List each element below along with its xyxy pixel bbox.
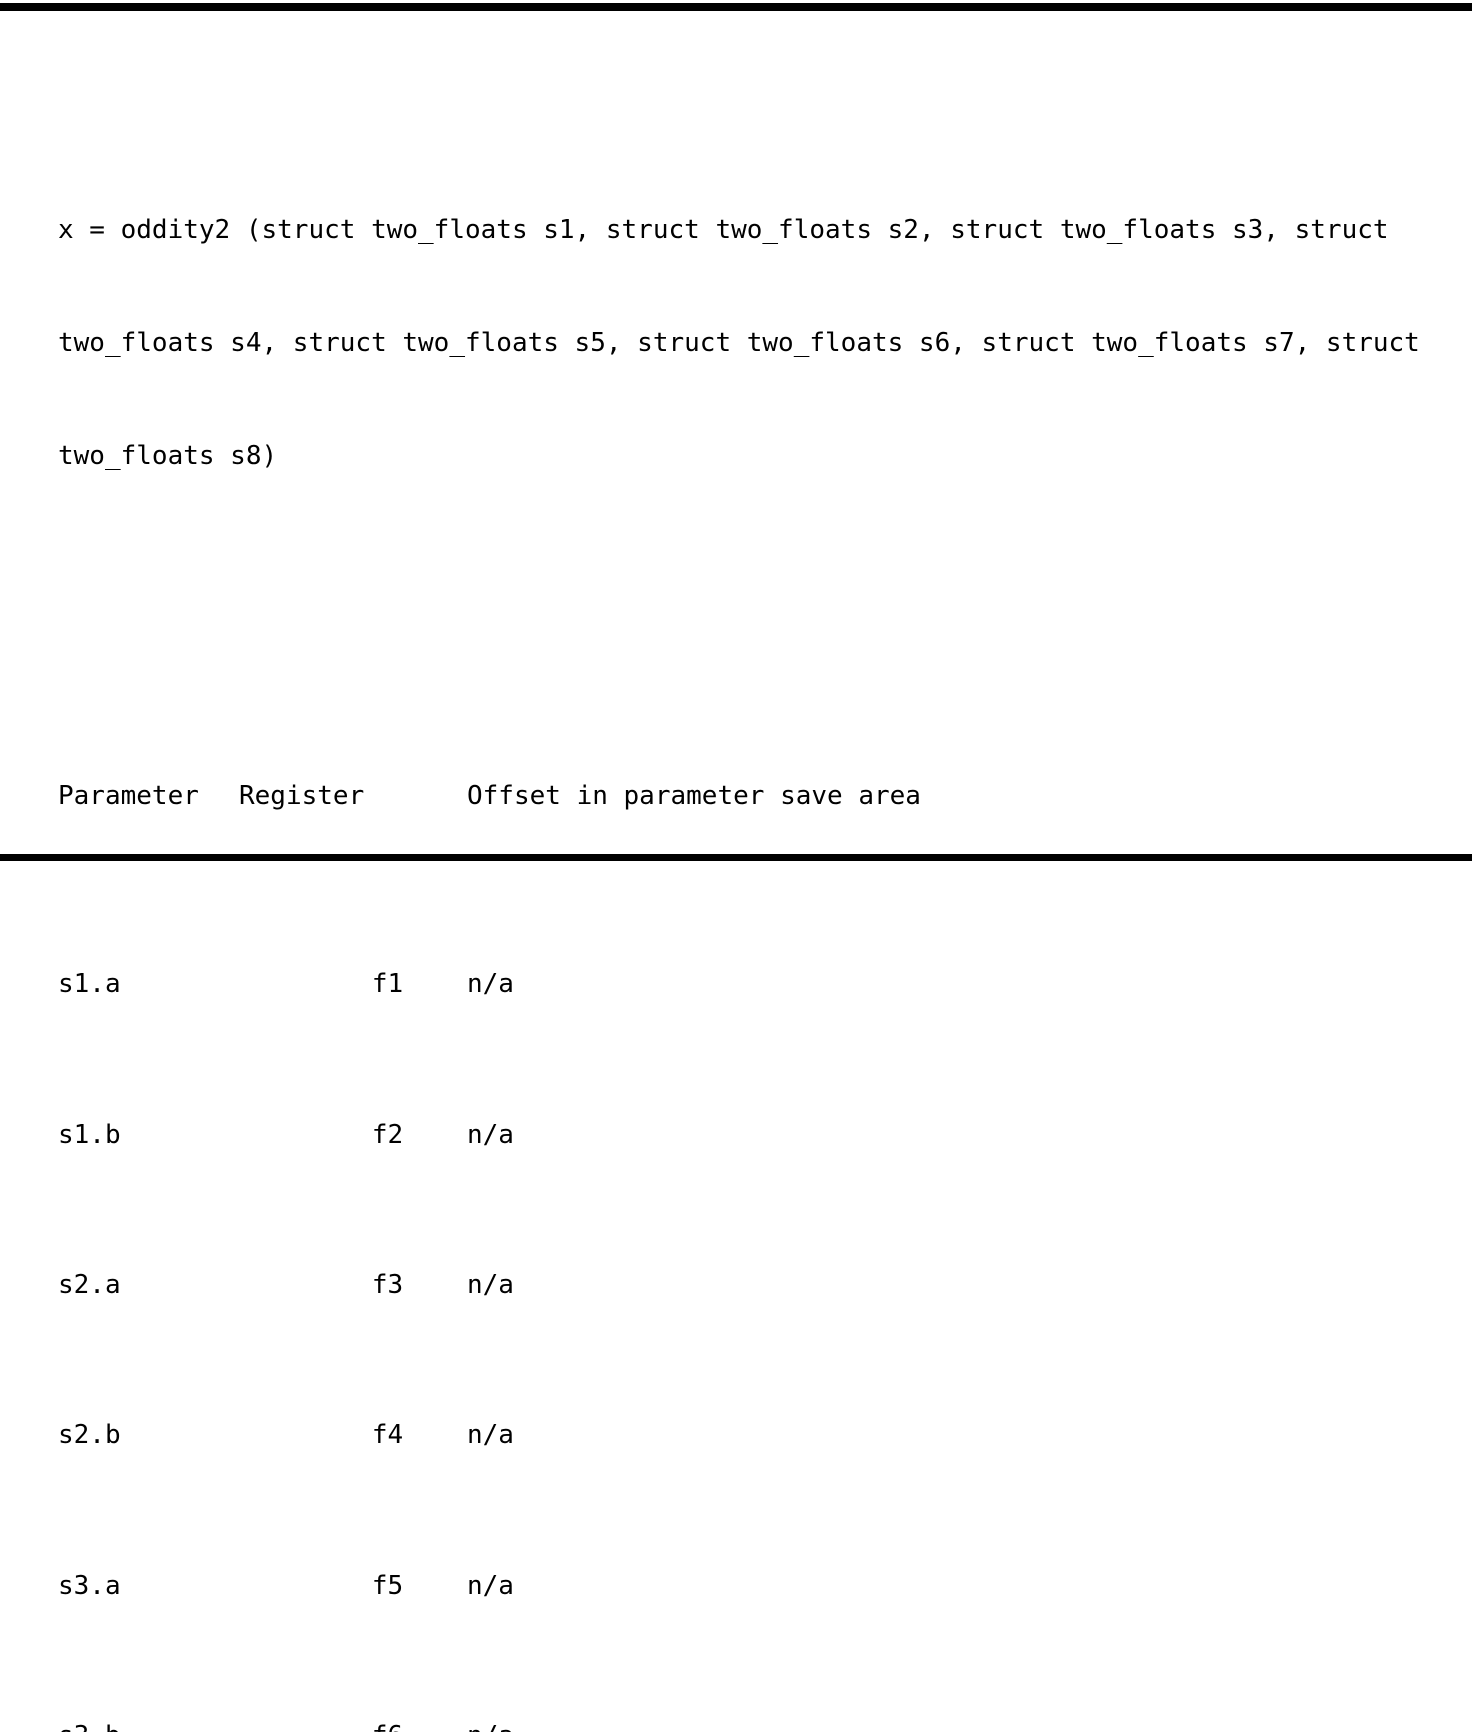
function-signature: x = oddity2 (struct two_floats s1, struc…: [58, 137, 1420, 551]
table-row: s2.a f3 n/a: [58, 1267, 1420, 1305]
table-body: s1.a f1 n/a s1.b f2 n/a s2.a f3 n/a s2.b…: [58, 891, 1420, 1732]
signature-line-2: two_floats s4, struct two_floats s5, str…: [58, 327, 1420, 358]
header-register: Register: [239, 781, 365, 812]
table-row: s3.a f5 n/a: [58, 1568, 1420, 1606]
table-header-row: Parameter Register Offset in parameter s…: [58, 778, 1420, 816]
signature-line-1: x = oddity2 (struct two_floats s1, struc…: [58, 214, 1389, 245]
document-page: x = oddity2 (struct two_floats s1, struc…: [0, 3, 1472, 1732]
bottom-rule: [0, 854, 1472, 861]
signature-line-3: two_floats s8): [58, 440, 278, 471]
table-row: s3.b f6 n/a: [58, 1718, 1420, 1732]
cell-parameter: s3.b: [58, 1718, 121, 1732]
cell-parameter: s2.a: [58, 1270, 121, 1300]
page-content: x = oddity2 (struct two_floats s1, struc…: [58, 24, 1420, 1732]
header-parameter: Parameter: [58, 781, 199, 812]
top-rule: [0, 3, 1472, 11]
cell-parameter: s2.b: [58, 1420, 121, 1451]
cell-offset: n/a: [467, 1270, 514, 1300]
table-row: s1.b f2 n/a: [58, 1117, 1420, 1155]
cell-offset: n/a: [467, 969, 514, 1000]
header-offset: Offset in parameter save area: [467, 781, 921, 812]
cell-offset: n/a: [467, 1420, 514, 1451]
table-row: s1.a f1 n/a: [58, 966, 1420, 1004]
cell-offset: n/a: [467, 1718, 514, 1732]
cell-offset: n/a: [467, 1119, 514, 1150]
table-row: s2.b f4 n/a: [58, 1417, 1420, 1455]
cell-parameter: s3.a: [58, 1570, 121, 1601]
cell-parameter: s1.b: [58, 1119, 121, 1150]
cell-offset: n/a: [467, 1570, 514, 1601]
cell-parameter: s1.a: [58, 969, 121, 1000]
